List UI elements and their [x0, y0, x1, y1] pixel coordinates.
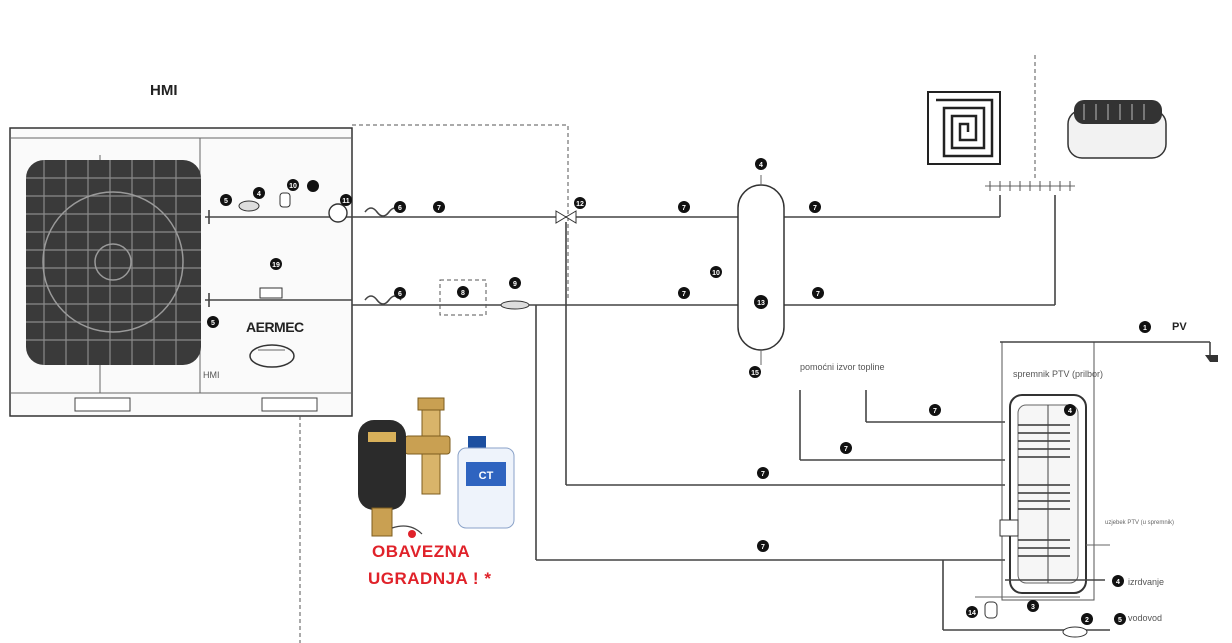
component-marker: 7 [678, 287, 690, 299]
inhibitor-label: CT [479, 470, 494, 482]
svg-text:6: 6 [398, 205, 402, 212]
component-marker: 11 [340, 194, 352, 206]
svg-text:7: 7 [437, 205, 441, 212]
component-marker: 3 [1027, 600, 1039, 612]
brand-logo: AERMEC [246, 319, 304, 335]
svg-text:7: 7 [761, 544, 765, 551]
water-supply-label: vodovod [1128, 613, 1162, 623]
circulation-pump-icon [328, 203, 348, 223]
component-marker: 12 [574, 197, 586, 209]
svg-text:13: 13 [757, 300, 765, 307]
svg-text:7: 7 [761, 471, 765, 478]
pressure-reducer-icon [1062, 626, 1088, 638]
component-marker: 7 [678, 201, 690, 213]
svg-text:5: 5 [224, 198, 228, 205]
component-marker: 2 [1081, 613, 1093, 625]
component-marker: 9 [509, 277, 521, 289]
three-way-valve-icon [555, 210, 577, 224]
svg-text:19: 19 [272, 262, 280, 269]
heat-pump-unit: AERMEC HMI 5 4 10 11 19 5 [9, 127, 353, 417]
svg-text:5: 5 [211, 320, 215, 327]
inhibitor-bottle-icon: CT [457, 436, 515, 529]
svg-text:4: 4 [1116, 579, 1120, 586]
component-marker: 6 [394, 201, 406, 213]
dhw-tank-label: spremnik PTV (prilbor) [1013, 369, 1103, 379]
svg-text:1: 1 [1143, 325, 1147, 332]
hmi-unit-label: HMI [203, 370, 220, 380]
dirt-separator-box [439, 279, 487, 316]
component-marker: 7 [809, 201, 821, 213]
svg-text:9: 9 [513, 281, 517, 288]
flow-switch-icon [259, 287, 283, 299]
svg-text:15: 15 [751, 370, 759, 377]
svg-text:11: 11 [342, 198, 350, 205]
underfloor-heating-icon [927, 91, 1001, 165]
strainer-icon [500, 300, 530, 310]
dirt-separator-illustration [358, 397, 451, 538]
svg-text:10: 10 [712, 270, 720, 277]
svg-text:4: 4 [257, 191, 261, 198]
svg-text:7: 7 [816, 291, 820, 298]
svg-text:7: 7 [844, 446, 848, 453]
component-marker: 1 [1139, 321, 1151, 333]
component-marker: 6 [394, 287, 406, 299]
tap-icon [1205, 355, 1218, 362]
dhw-tank: 4 [999, 341, 1095, 601]
svg-text:5: 5 [1118, 617, 1122, 624]
drain-label: izrdvanje [1128, 577, 1164, 587]
aux-source-label: pomoćni izvor topline [800, 362, 885, 372]
svg-text:8: 8 [461, 290, 465, 297]
component-marker: 10 [287, 179, 299, 191]
dhw-heater-label: uzjebek PTV (u spremnik) [1105, 520, 1174, 526]
svg-text:7: 7 [933, 408, 937, 415]
pv-label: PV [1172, 321, 1187, 333]
component-marker: 7 [757, 540, 769, 552]
component-marker: 7 [757, 467, 769, 479]
svg-text:6: 6 [398, 291, 402, 298]
component-marker: 5 [220, 194, 232, 206]
component-marker: 7 [812, 287, 824, 299]
component-marker: 7 [929, 404, 941, 416]
component-marker: 10 [710, 266, 722, 278]
component-marker [307, 180, 319, 192]
supply-line [352, 195, 1001, 218]
svg-text:7: 7 [682, 205, 686, 212]
fan-coil-icon [1067, 100, 1167, 159]
component-marker: 8 [457, 286, 469, 298]
component-marker: 7 [433, 201, 445, 213]
warning-line-2: UGRADNJA ! * [368, 569, 491, 588]
svg-text:14: 14 [968, 610, 976, 617]
buffer-tank: 13 4 15 [737, 158, 785, 378]
fan-grille-icon [26, 160, 201, 365]
svg-text:7: 7 [813, 205, 817, 212]
warning-line-1: OBAVEZNA [372, 542, 470, 561]
svg-text:12: 12 [576, 201, 584, 208]
svg-text:4: 4 [759, 162, 763, 169]
svg-text:3: 3 [1031, 604, 1035, 611]
component-marker: 5 [1114, 613, 1126, 625]
component-marker: 4 [1112, 575, 1124, 587]
component-marker: 4 [253, 187, 265, 199]
component-marker: 5 [207, 316, 219, 328]
manifold-icon [985, 181, 1075, 191]
svg-text:2: 2 [1085, 617, 1089, 624]
component-marker: 7 [840, 442, 852, 454]
component-marker: 19 [270, 258, 282, 270]
component-marker: 14 [966, 606, 978, 618]
installation-boundary [352, 124, 569, 300]
dhw-expansion-vessel-icon [984, 601, 998, 619]
hmi-title: HMI [150, 82, 178, 99]
svg-text:10: 10 [289, 183, 297, 190]
svg-text:7: 7 [682, 291, 686, 298]
brand-swoosh-icon [249, 344, 295, 368]
expansion-vessel-icon [238, 200, 260, 212]
return-line [352, 195, 1056, 306]
svg-text:4: 4 [1068, 408, 1072, 415]
air-vent-icon [279, 192, 291, 208]
